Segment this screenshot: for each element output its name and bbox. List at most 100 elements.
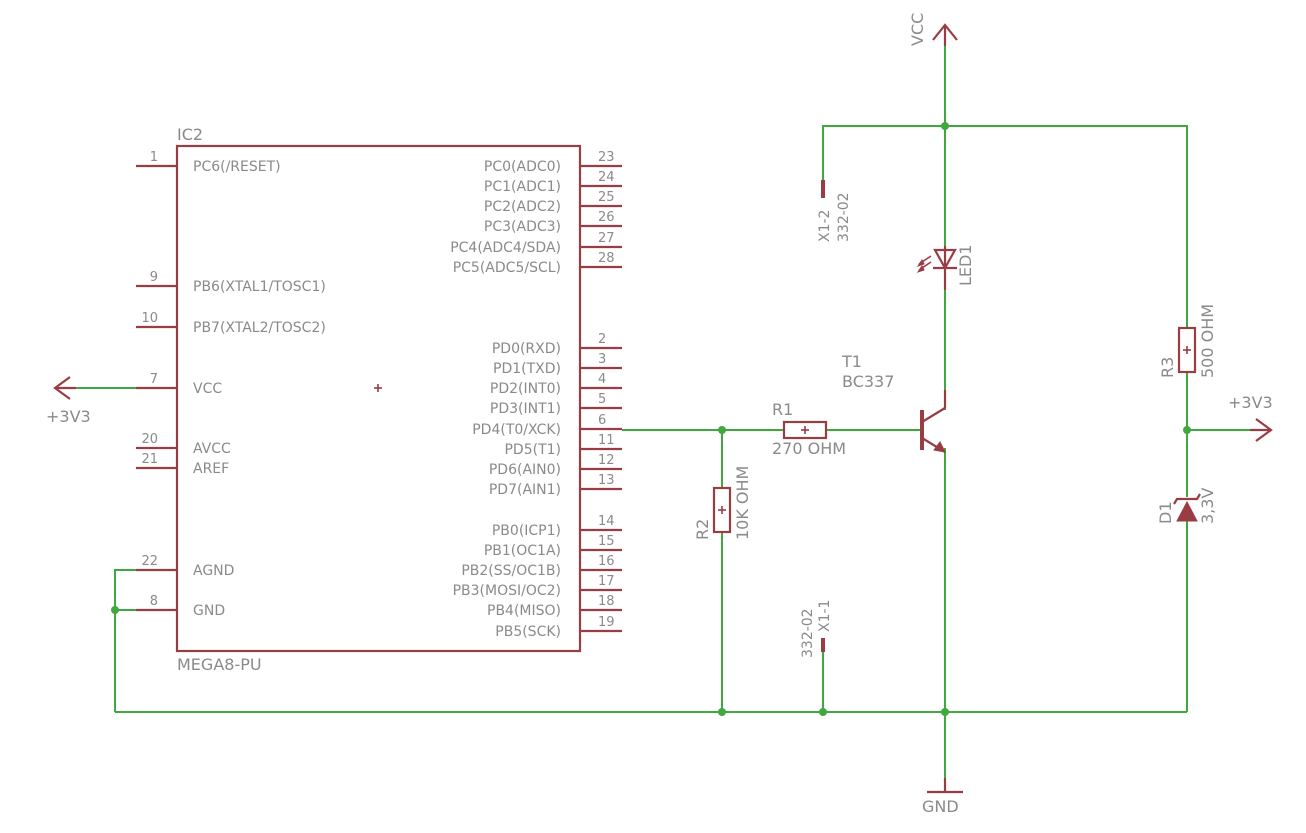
pin-label: PB7(XTAL2/TOSC2) [193, 320, 326, 336]
led1-name: LED1 [956, 244, 975, 286]
resistor-r1: R1 270 OHM [772, 400, 846, 458]
pin-number: 9 [150, 270, 158, 285]
vcc-label: VCC [908, 13, 927, 46]
pin-label: PC6(/RESET) [193, 159, 281, 175]
pin-label: PB3(MOSI/OC2) [453, 583, 561, 599]
pin-number: 11 [598, 433, 615, 448]
pin-label: PD2(INT0) [490, 381, 561, 397]
pin-label: PC1(ADC1) [484, 179, 561, 195]
zener-diode-d1: D1 3,3V [1156, 488, 1217, 524]
vcc-supply-symbol: VCC [908, 13, 958, 46]
pin-number: 17 [598, 574, 615, 589]
pin-number: 12 [598, 453, 615, 468]
pin-label: PC4(ADC4/SDA) [450, 240, 561, 256]
pin-label: AGND [193, 563, 234, 579]
v3-right-supply-symbol: +3V3 [1228, 393, 1273, 442]
pin-label: PC0(ADC0) [484, 159, 561, 175]
pin-number: 13 [598, 473, 615, 488]
pin-label: PC5(ADC5/SCL) [453, 260, 561, 276]
resistor-r2: R2 10K OHM [693, 466, 752, 540]
pin-label: PD6(AIN0) [489, 462, 561, 478]
transistor-t1: T1 BC337 [841, 352, 947, 453]
junction-dot [941, 122, 949, 130]
ic2-left-pins: 1PC6(/RESET)9PB6(XTAL1/TOSC1)10PB7(XTAL2… [136, 150, 326, 619]
pin-label: VCC [193, 381, 222, 397]
pin-number: 22 [141, 554, 158, 569]
pin-label: PB5(SCK) [495, 624, 561, 640]
pin-number: 15 [598, 534, 615, 549]
pin-label: PD1(TXD) [493, 361, 561, 377]
pin-number: 4 [598, 372, 606, 387]
t1-value: BC337 [842, 372, 894, 391]
pin-number: 2 [598, 332, 606, 347]
junction-dot [718, 708, 726, 716]
junctions [111, 122, 1191, 716]
led-led1: LED1 [916, 244, 975, 290]
light-emission-icon [916, 255, 932, 273]
pin-number: 18 [598, 594, 615, 609]
junction-dot [941, 708, 949, 716]
pin-label: PB1(OC1A) [484, 543, 561, 559]
pin-number: 6 [598, 413, 606, 428]
pin-label: GND [193, 603, 225, 619]
pin-number: 20 [141, 432, 158, 447]
pin-number: 23 [598, 150, 615, 165]
ic2-mega8: IC2 MEGA8-PU 1PC6(/RESET)9PB6(XTAL1/TOSC… [136, 125, 622, 674]
pin-label: PD0(RXD) [492, 341, 561, 357]
pin-number: 25 [598, 190, 615, 205]
pin-number: 14 [598, 514, 615, 529]
r2-value: 10K OHM [733, 466, 752, 540]
ic2-center-mark [374, 384, 382, 392]
pin-number: 19 [598, 615, 615, 630]
pin-label: AREF [193, 461, 229, 477]
connector-x1-1: 332-02 X1-1 [800, 600, 833, 658]
pin-number: 26 [598, 210, 615, 225]
pin-label: PB6(XTAL1/TOSC1) [193, 279, 326, 295]
x1-1-name: X1-1 [817, 600, 833, 632]
junction-dot [111, 606, 119, 614]
d1-name: D1 [1156, 502, 1175, 525]
pin-number: 8 [150, 594, 158, 609]
pin-number: 28 [598, 251, 615, 266]
ic2-body [175, 144, 582, 653]
wire-agnd [114, 569, 136, 712]
wire-top-bus [822, 125, 1188, 328]
junction-dot [1183, 426, 1191, 434]
r1-name: R1 [772, 400, 793, 419]
connector-x1-2: X1-2 332-02 [817, 180, 852, 242]
pin-number: 16 [598, 554, 615, 569]
pin-label: AVCC [193, 441, 231, 457]
r2-name: R2 [693, 519, 712, 540]
pin-number: 10 [141, 311, 158, 326]
pin-label: PD5(T1) [504, 442, 561, 458]
ic2-part: MEGA8-PU [177, 655, 262, 674]
r3-name: R3 [1158, 357, 1177, 378]
junction-dot [718, 426, 726, 434]
gnd-label: GND [922, 797, 959, 816]
pin-label: PD7(AIN1) [489, 482, 561, 498]
ic2-name: IC2 [177, 125, 203, 144]
gnd-supply-symbol: GND [922, 778, 963, 816]
x1-1-value: 332-02 [800, 608, 816, 658]
v3-left-label: +3V3 [46, 407, 91, 426]
pin-number: 7 [150, 372, 158, 387]
